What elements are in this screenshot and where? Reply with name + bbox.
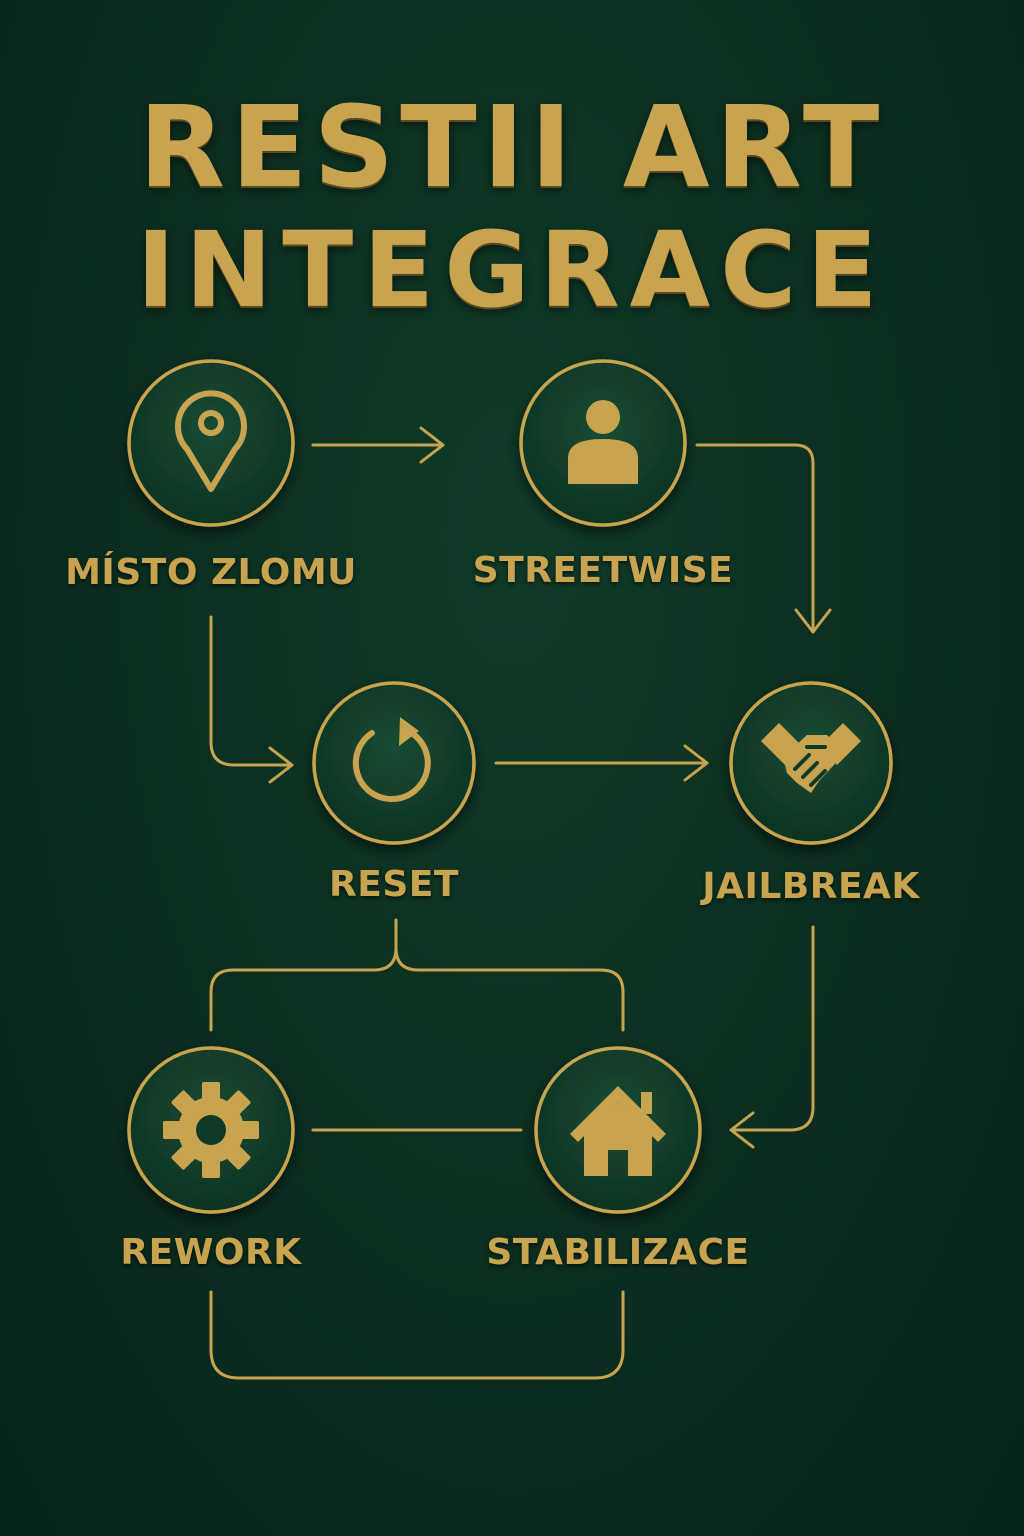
arrowhead-jailbreak-left [683, 744, 709, 782]
edge-misto-to-reset [209, 615, 294, 767]
edge-streetwise-to-jailbreak [695, 443, 815, 634]
edge-reset-brace-right [394, 946, 625, 1032]
node-label-jailbreak: JAILBREAK [702, 866, 920, 907]
node-circle-misto-zlomu [127, 359, 295, 527]
node-label-rework: REWORK [120, 1232, 302, 1273]
title-line-1: RESTII ART [138, 83, 886, 213]
handshake-icon [761, 723, 861, 793]
node-circle-reset [312, 681, 476, 845]
edge-jailbreak-to-stabilizace [729, 925, 815, 1132]
node-reset [312, 681, 476, 845]
home-icon [570, 1086, 666, 1176]
gear-icon [163, 1082, 259, 1178]
node-misto-zlomu [127, 359, 295, 527]
refresh-icon [352, 717, 431, 803]
node-label-reset: RESET [329, 864, 459, 905]
node-label-stabilizace: STABILIZACE [486, 1232, 750, 1273]
arrowhead-streetwise [419, 426, 445, 464]
node-label-streetwise: STREETWISE [472, 550, 734, 591]
arrowhead-stabilizace [729, 1111, 755, 1149]
edge-reset-brace [209, 918, 398, 1032]
arrowhead-reset [268, 746, 294, 784]
person-icon [568, 400, 638, 484]
map-pin-icon [175, 390, 247, 492]
title-line-2: INTEGRACE [136, 209, 888, 331]
arrowhead-jailbreak-top [794, 608, 832, 634]
edge-bottom-loop [209, 1290, 625, 1380]
node-label-misto-zlomu: MÍSTO ZLOMU [65, 552, 357, 593]
